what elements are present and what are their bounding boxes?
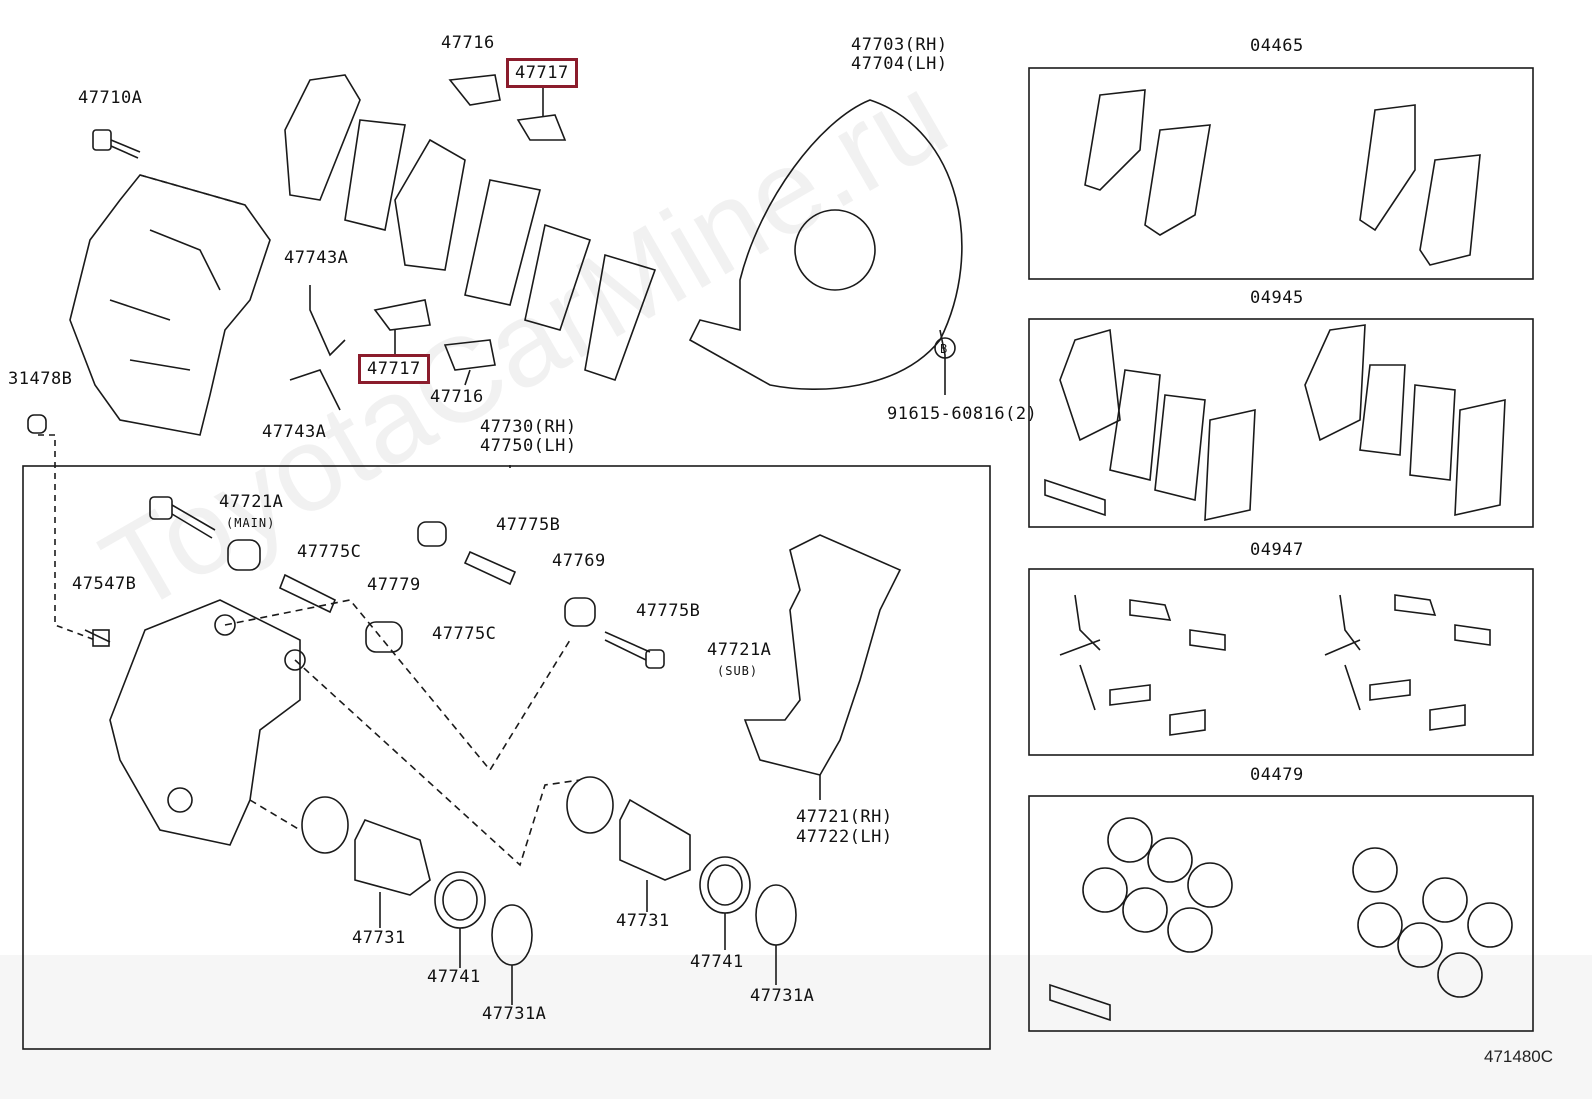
part-label-47750: 47750(LH) [480, 436, 577, 456]
part-label-47741: 47741 [427, 967, 481, 987]
dust-cover [688, 99, 963, 395]
part-label-47743A-2: 47743A [262, 422, 327, 442]
kit-frame-04479 [1028, 795, 1534, 1032]
part-label-47731A-2: 47731A [750, 986, 815, 1006]
kit-04479-seals [1049, 817, 1513, 1022]
part-label-47704: 47704(LH) [851, 54, 948, 74]
part-label-47703: 47703(RH) [851, 35, 948, 55]
caliper-assembly-frame [22, 465, 991, 1050]
caliper-body-sketch [69, 174, 271, 436]
ref-b-label: B [940, 342, 948, 356]
kit-frame-04945 [1028, 318, 1534, 528]
part-label-31478B: 31478B [8, 369, 73, 389]
part-label-47721A-sub: 47721A [707, 640, 772, 660]
part-label-47730: 47730(RH) [480, 417, 577, 437]
kit-label-04479: 04479 [1250, 765, 1304, 785]
part-label-47775B-2: 47775B [636, 601, 701, 621]
part-label-47731A: 47731A [482, 1004, 547, 1024]
part-label-47779: 47779 [367, 575, 421, 595]
sub-note: (SUB) [717, 664, 759, 678]
part-label-91615: 91615-60816(2) [887, 404, 1038, 424]
kit-label-04945: 04945 [1250, 288, 1304, 308]
pistons-and-seals [301, 776, 797, 1005]
bolt-47710A [92, 129, 141, 159]
pins-and-boots [84, 496, 665, 669]
kit-label-04947: 04947 [1250, 540, 1304, 560]
part-label-47547B: 47547B [72, 574, 137, 594]
part-label-47716: 47716 [441, 33, 495, 53]
pad-shims-top [284, 74, 657, 382]
caliper-housing [109, 599, 306, 846]
kit-frame-04947 [1028, 568, 1534, 756]
ref-b-marker [934, 337, 956, 359]
kit-04945-shims [1044, 324, 1506, 522]
cap-31478B [27, 414, 47, 434]
part-label-47775B: 47775B [496, 515, 561, 535]
part-label-47743A: 47743A [284, 248, 349, 268]
kit-frame-04465 [1028, 67, 1534, 280]
part-label-47731-2: 47731 [616, 911, 670, 931]
part-label-47721A-main: 47721A [219, 492, 284, 512]
lower-band [0, 955, 1592, 1099]
assembly-leaders [224, 599, 581, 867]
clips-47716-47717 [373, 74, 567, 386]
part-label-47775C-2: 47775C [432, 624, 497, 644]
springs-47743A [289, 285, 346, 411]
kit-04947-clips [1059, 594, 1491, 736]
part-label-47721: 47721(RH) [796, 807, 893, 827]
kit-04465-pads [1084, 89, 1481, 266]
part-label-47722: 47722(LH) [796, 827, 893, 847]
part-label-47769: 47769 [552, 551, 606, 571]
part-label-47710A: 47710A [78, 88, 143, 108]
part-label-47717-highlighted-2: 47717 [358, 354, 430, 384]
part-label-47775C: 47775C [297, 542, 362, 562]
part-label-47717-highlighted: 47717 [506, 58, 578, 88]
part-label-47741-2: 47741 [690, 952, 744, 972]
main-note: (MAIN) [226, 516, 276, 530]
diagram-code: 471480C [1484, 1047, 1554, 1066]
kit-label-04465: 04465 [1250, 36, 1304, 56]
part-label-47731: 47731 [352, 928, 406, 948]
caliper-bracket-47721 [743, 534, 902, 800]
leader-31478B [38, 434, 96, 641]
part-label-47716-2: 47716 [430, 387, 484, 407]
